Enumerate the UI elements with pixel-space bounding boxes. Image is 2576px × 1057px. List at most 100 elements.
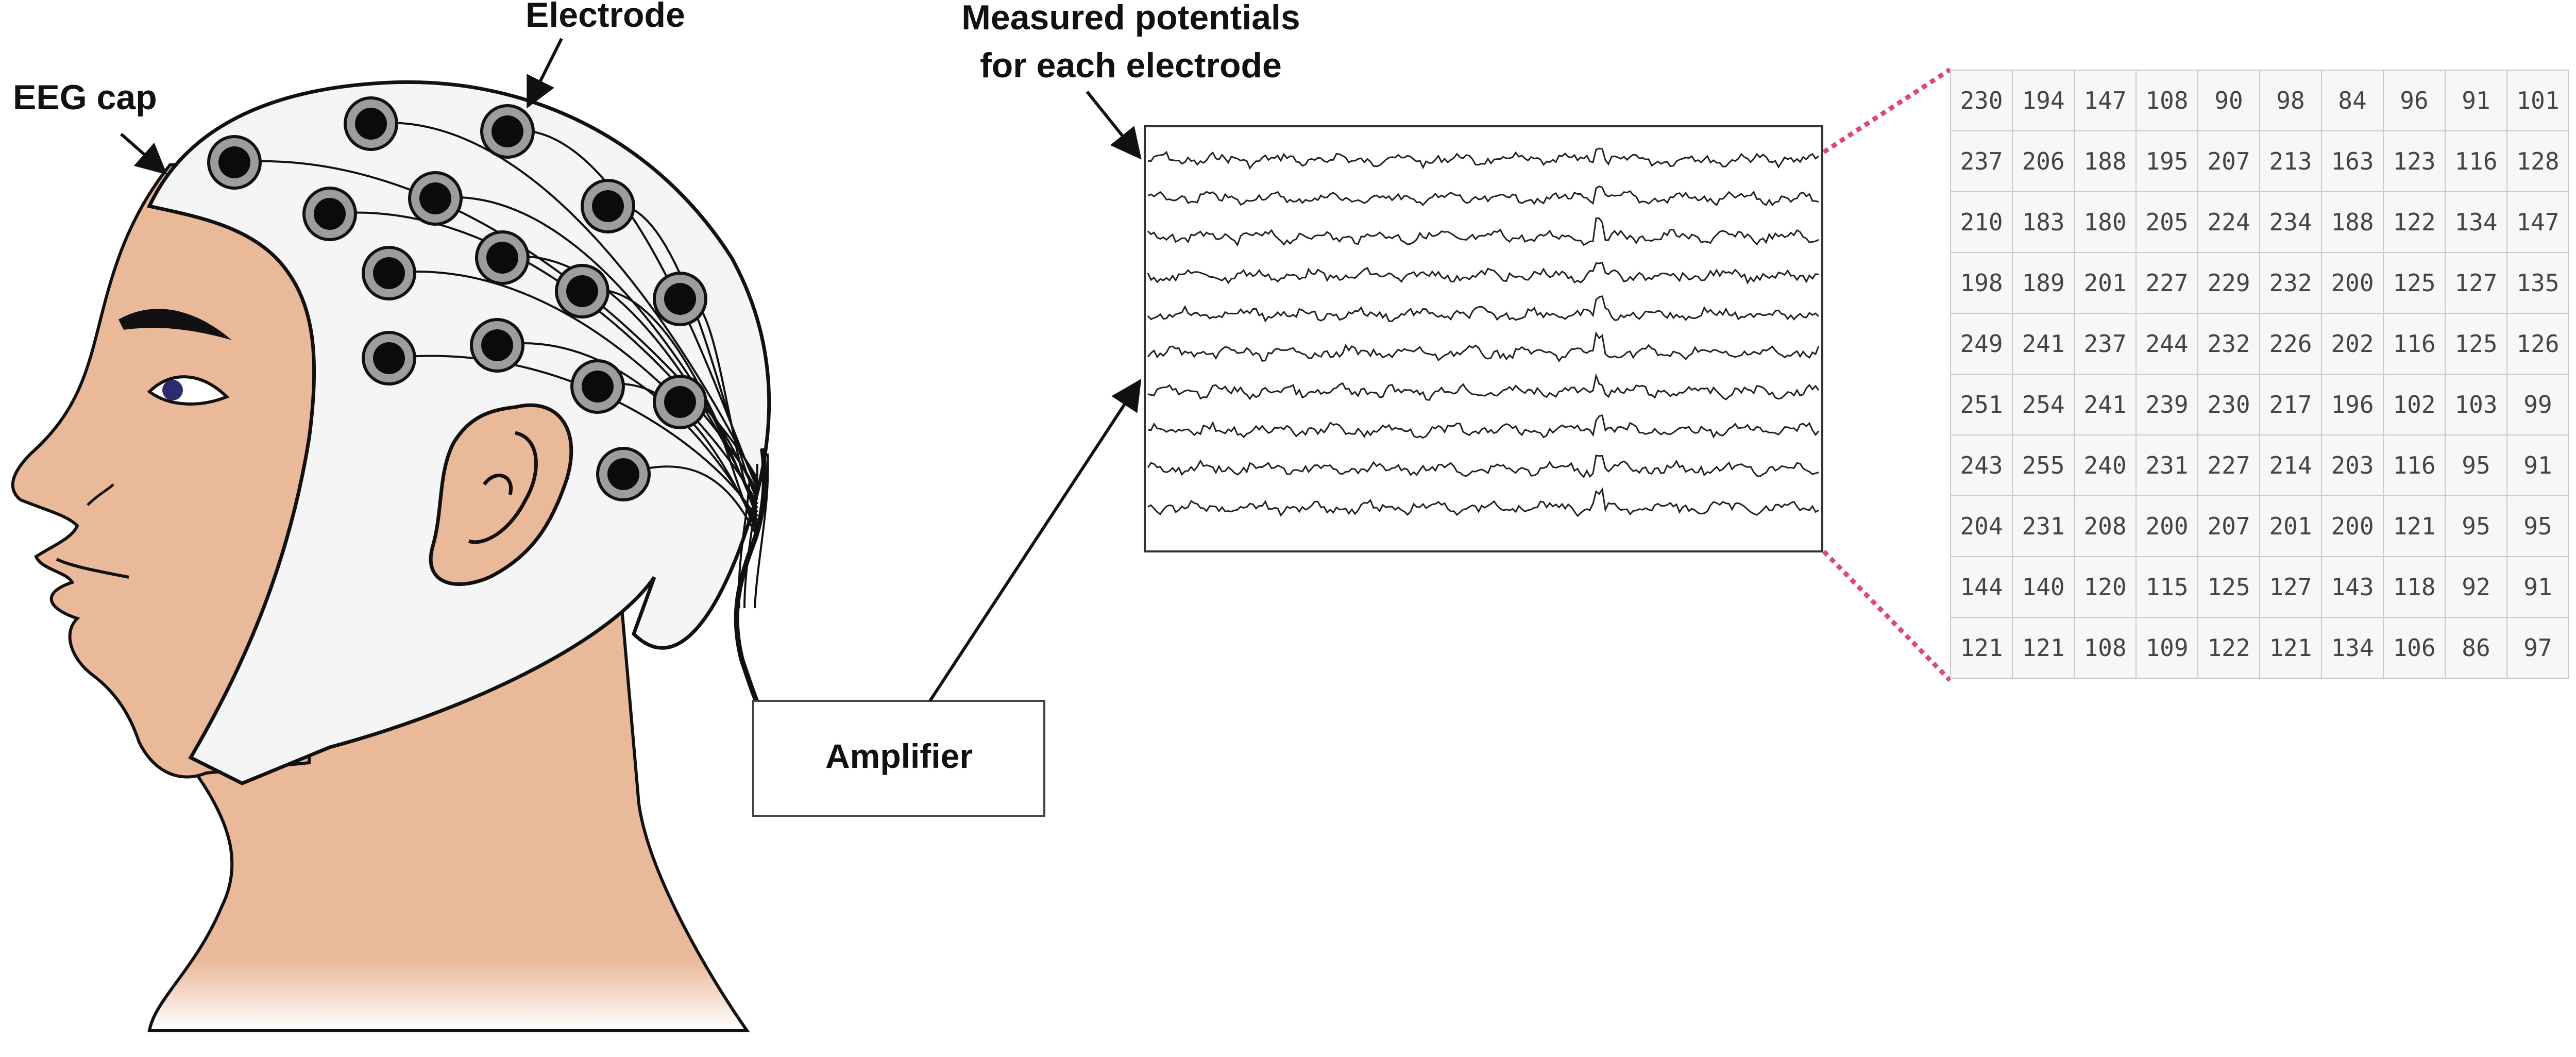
measured-label-line2: for each electrode [980, 46, 1282, 85]
matrix-cell: 109 [2136, 617, 2198, 679]
electrode-wire [388, 271, 758, 505]
head-illustration [11, 80, 771, 1032]
electrode-icon [596, 447, 651, 501]
matrix-cell: 115 [2136, 556, 2198, 618]
matrix-cell: 125 [2383, 252, 2446, 314]
eeg-cap-label: EEG cap [13, 78, 157, 117]
matrix-cell: 203 [2321, 434, 2384, 496]
electrode-icon [470, 318, 524, 373]
eeg-trace [1147, 147, 1819, 170]
matrix-cell: 121 [1950, 617, 2013, 679]
matrix-cell: 200 [2136, 495, 2198, 557]
matrix-cell: 144 [1950, 556, 2013, 618]
matrix-cell: 183 [2012, 191, 2075, 253]
matrix-cell: 97 [2506, 617, 2569, 679]
matrix-cell: 120 [2074, 556, 2137, 618]
matrix-cell: 127 [2259, 556, 2322, 618]
electrode-arrow [527, 38, 563, 109]
electrode-icon [653, 375, 707, 429]
eeg-trace [1147, 487, 1819, 517]
matrix-cell: 118 [2383, 556, 2446, 618]
ear [429, 403, 573, 586]
electrode-icon [581, 179, 635, 233]
matrix-cell: 196 [2321, 374, 2384, 435]
matrix-cell: 198 [1950, 252, 2013, 314]
matrix-cell: 204 [1950, 495, 2013, 557]
matrix-cell: 121 [2383, 495, 2446, 557]
eyebrow [118, 309, 232, 340]
matrix-cell: 95 [2445, 495, 2507, 557]
matrix-cell: 189 [2012, 252, 2075, 314]
matrix-cell: 237 [1950, 130, 2013, 192]
matrix-cell: 240 [2074, 434, 2137, 496]
matrix-cell: 200 [2321, 495, 2384, 557]
matrix-cell: 122 [2197, 617, 2260, 679]
matrix-cell: 116 [2383, 313, 2446, 375]
eeg-traces [1147, 147, 1820, 517]
electrode-icon [570, 359, 625, 414]
electrode-icon [207, 135, 262, 190]
zoom-line-bottom [1822, 549, 1952, 682]
matrix-cell: 227 [2136, 252, 2198, 314]
matrix-cell: 108 [2136, 70, 2198, 131]
eeg-cap-arrow [120, 132, 167, 175]
eeg-trace [1147, 373, 1820, 401]
electrode-icon [344, 96, 398, 151]
matrix-cell: 207 [2197, 495, 2260, 557]
matrix-cell: 122 [2383, 191, 2446, 253]
matrix-cell: 84 [2321, 70, 2384, 131]
matrix-cell: 224 [2197, 191, 2260, 253]
eeg-trace [1147, 331, 1820, 363]
matrix-cell: 213 [2259, 130, 2322, 192]
matrix-cell: 241 [2012, 313, 2075, 375]
matrix-cell: 147 [2074, 70, 2137, 131]
matrix-cell: 180 [2074, 191, 2137, 253]
electrode-icon [555, 264, 609, 318]
matrix-cell: 147 [2506, 191, 2569, 253]
electrode-wire [607, 204, 758, 500]
matrix-cell: 121 [2012, 617, 2075, 679]
matrix-cell: 244 [2136, 313, 2198, 375]
zoom-line-top [1822, 68, 1952, 154]
matrix-cell: 243 [1950, 434, 2013, 496]
matrix-cell: 128 [2506, 130, 2569, 192]
matrix-cell: 134 [2445, 191, 2507, 253]
amplifier-label: Amplifier [825, 737, 973, 775]
matrix-cell: 125 [2445, 313, 2507, 375]
matrix-cell: 239 [2136, 374, 2198, 435]
electrode-icon [302, 187, 357, 241]
matrix-cell: 214 [2259, 434, 2322, 496]
eeg-trace [1147, 261, 1819, 285]
matrix-cell: 230 [2197, 374, 2260, 435]
matrix-cell: 205 [2136, 191, 2198, 253]
matrix-cell: 234 [2259, 191, 2322, 253]
measured-arrow [1086, 91, 1142, 160]
measured-label-line1: Measured potentials [961, 0, 1300, 37]
eeg-trace [1147, 295, 1820, 323]
eeg-trace [1147, 217, 1819, 247]
matrix-cell: 135 [2506, 252, 2569, 314]
matrix-cell: 96 [2383, 70, 2446, 131]
matrix-cell: 201 [2259, 495, 2322, 557]
matrix-cell: 232 [2197, 313, 2260, 375]
electrode-label: Electrode [526, 0, 685, 35]
matrix-cell: 99 [2506, 374, 2569, 435]
matrix-cell: 200 [2321, 252, 2384, 314]
matrix-cell: 226 [2259, 313, 2322, 375]
matrix-cell: 163 [2321, 130, 2384, 192]
matrix-cell: 106 [2383, 617, 2446, 679]
matrix-cell: 140 [2012, 556, 2075, 618]
matrix-cell: 217 [2259, 374, 2322, 435]
face [11, 153, 321, 779]
signal-panel [1144, 125, 1823, 552]
